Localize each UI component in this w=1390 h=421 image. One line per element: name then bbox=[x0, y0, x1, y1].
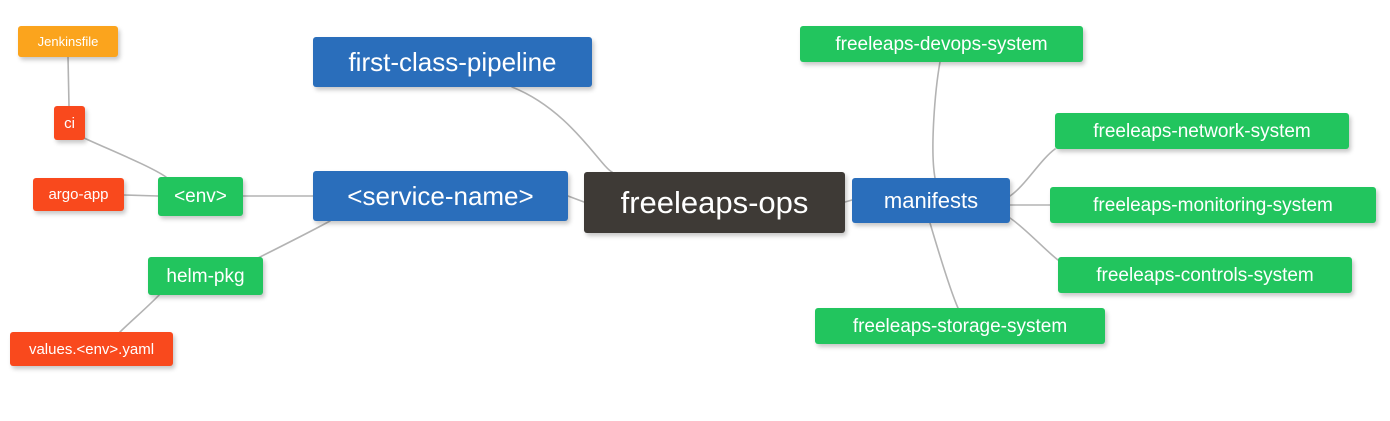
mindmap-node-ci[interactable]: ci bbox=[54, 106, 85, 140]
mindmap-node-argo[interactable]: argo-app bbox=[33, 178, 124, 211]
mindmap-node-manifests[interactable]: manifests bbox=[852, 178, 1010, 223]
edge-root-to-service bbox=[567, 195, 585, 203]
mindmap-node-label-ci: ci bbox=[64, 114, 75, 132]
mindmap-node-label-controls: freeleaps-controls-system bbox=[1096, 264, 1314, 286]
edge-helm-to-values bbox=[119, 293, 161, 333]
mindmap-node-values[interactable]: values.<env>.yaml bbox=[10, 332, 173, 366]
edge-manifests-to-storage bbox=[929, 222, 959, 309]
mindmap-node-jenkins[interactable]: Jenkinsfile bbox=[18, 26, 118, 57]
mindmap-node-root[interactable]: freeleaps-ops bbox=[584, 172, 845, 233]
mindmap-node-env[interactable]: <env> bbox=[158, 177, 243, 216]
mindmap-node-label-service: <service-name> bbox=[347, 181, 534, 211]
edge-manifests-to-devops bbox=[932, 61, 941, 179]
mindmap-node-label-values: values.<env>.yaml bbox=[28, 340, 155, 358]
mindmap-node-pipeline[interactable]: first-class-pipeline bbox=[313, 37, 592, 87]
mindmap-node-label-storage: freeleaps-storage-system bbox=[852, 315, 1068, 337]
mindmap-node-label-manifests: manifests bbox=[883, 187, 979, 213]
mindmap-node-service[interactable]: <service-name> bbox=[313, 171, 568, 221]
mindmap-node-monitoring[interactable]: freeleaps-monitoring-system bbox=[1050, 187, 1376, 223]
mindmap-node-label-network: freeleaps-network-system bbox=[1093, 120, 1311, 142]
mindmap-node-label-monitoring: freeleaps-monitoring-system bbox=[1093, 194, 1333, 216]
edge-manifests-to-controls bbox=[1009, 217, 1059, 261]
mindmap-node-devops[interactable]: freeleaps-devops-system bbox=[800, 26, 1083, 62]
edge-root-to-manifests bbox=[844, 199, 853, 203]
mindmap-node-label-helm: helm-pkg bbox=[166, 265, 245, 287]
mindmap-node-storage[interactable]: freeleaps-storage-system bbox=[815, 308, 1105, 344]
edge-service-to-helm bbox=[249, 220, 331, 263]
mindmap-node-label-argo: argo-app bbox=[48, 186, 109, 203]
mindmap-node-label-devops: freeleaps-devops-system bbox=[835, 33, 1048, 55]
mindmap-node-label-env: <env> bbox=[174, 186, 227, 207]
mindmap-node-controls[interactable]: freeleaps-controls-system bbox=[1058, 257, 1352, 293]
edge-env-to-argo bbox=[123, 194, 159, 197]
mindmap-node-label-pipeline: first-class-pipeline bbox=[348, 47, 557, 77]
mindmap-node-label-jenkins: Jenkinsfile bbox=[37, 34, 99, 49]
edge-root-to-pipeline bbox=[511, 86, 613, 173]
mindmap-node-helm[interactable]: helm-pkg bbox=[148, 257, 263, 295]
edge-manifests-to-network bbox=[1009, 148, 1056, 197]
mindmap-node-network[interactable]: freeleaps-network-system bbox=[1055, 113, 1349, 149]
edge-env-to-ci bbox=[83, 137, 167, 178]
mindmap-node-label-root: freeleaps-ops bbox=[620, 185, 809, 220]
edge-ci-to-jenkins bbox=[67, 56, 70, 107]
